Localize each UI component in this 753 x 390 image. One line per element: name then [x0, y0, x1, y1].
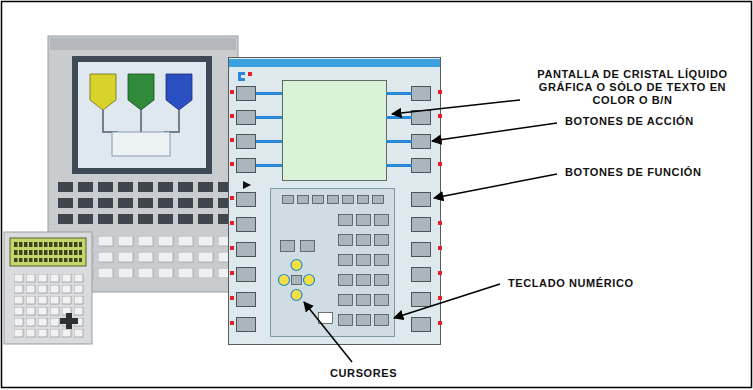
cursor-down: [291, 290, 302, 301]
photo-bezel: [72, 56, 212, 174]
cursor-right: [304, 275, 315, 286]
leader-arrow: [432, 123, 557, 141]
top-keys: [282, 195, 387, 205]
leader-arrow: [434, 174, 557, 198]
small-cursor-keys: [60, 313, 78, 329]
logo-symbol: [238, 72, 245, 81]
photo-pipes: [103, 110, 179, 132]
leader-arrow: [392, 100, 520, 114]
numeric-keypad: [338, 214, 392, 330]
photo-mixer: [112, 132, 170, 156]
panel-photo-bar: [50, 38, 236, 50]
small-keys: [14, 274, 86, 340]
callout-label: TECLADO NUMÉRICO: [508, 277, 634, 290]
key: [292, 276, 302, 285]
page-arrow: [243, 181, 251, 189]
small-panel-photo: [4, 232, 92, 344]
title-band: [229, 59, 440, 67]
callout-label: BOTONES DE ACCIÓN: [565, 115, 694, 128]
tank-green: [128, 74, 154, 110]
photo-keys: [58, 182, 228, 224]
key: [301, 241, 315, 252]
cursor-left: [279, 275, 290, 286]
leader-arrow: [394, 284, 500, 318]
leader-arrow: [304, 302, 352, 362]
button-links: [256, 92, 412, 188]
key: [281, 241, 295, 252]
small-lcd-text: [14, 242, 82, 262]
callout-label: CURSORES: [330, 367, 397, 380]
tank-blue: [166, 74, 192, 110]
small-lcd: [10, 238, 86, 266]
led-mark: [248, 72, 252, 76]
callout-label: BOTONES DE FUNCIÓN: [565, 166, 702, 179]
callout-label: PANTALLA DE CRISTAL LÍQUIDO GRÁFICA O SÓ…: [530, 68, 735, 107]
tank-yellow: [90, 74, 116, 110]
photo-screen: [78, 62, 206, 168]
keyboard-area: [271, 189, 395, 337]
cursor-up: [291, 260, 302, 271]
